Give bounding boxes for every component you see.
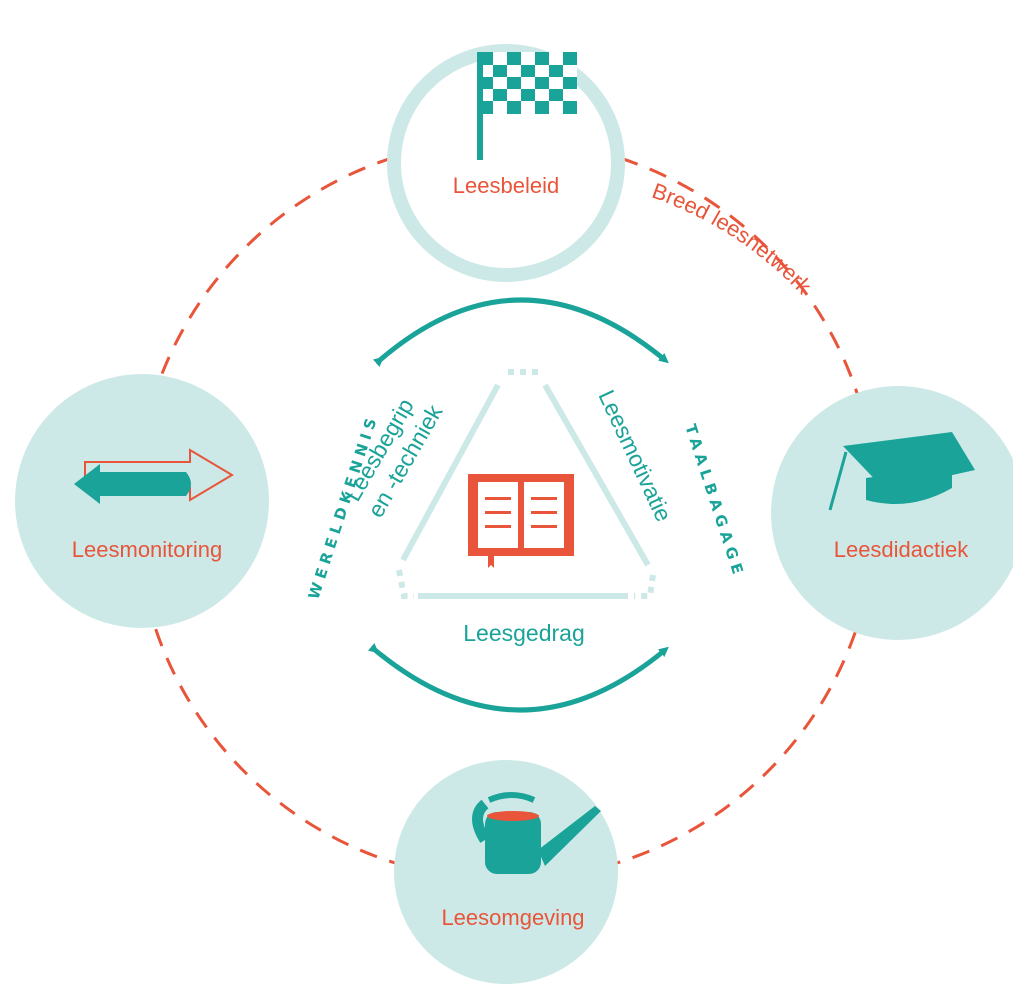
node-leesomgeving: Leesomgeving [394, 760, 618, 984]
node-label-leesbeleid: Leesbeleid [453, 173, 559, 198]
node-leesmonitoring: Leesmonitoring [15, 374, 269, 628]
watering-can-icon [472, 792, 601, 874]
top-circulation-arrow [372, 297, 669, 368]
outer-ring-label: Breed leesnetwerk [649, 178, 817, 300]
node-label-leesmonitoring: Leesmonitoring [72, 537, 222, 562]
node-label-leesomgeving: Leesomgeving [441, 905, 584, 930]
checkered-flag-icon [477, 52, 577, 160]
inner-triangle [396, 369, 656, 599]
node-label-leesdidactiek: Leesdidactiek [834, 537, 970, 562]
graduation-cap-icon [828, 432, 975, 511]
side-label-taalbagage: TAALBAGAGE [681, 422, 748, 581]
open-book-icon [468, 474, 574, 568]
node-leesbeleid: Leesbeleid [387, 44, 625, 282]
triangle-label-leesgedrag: Leesgedrag [463, 620, 585, 646]
triangle-label-leesmotivatie: Leesmotivatie [593, 386, 677, 526]
bottom-circulation-arrow [367, 642, 669, 713]
double-arrow-icon [74, 448, 234, 504]
node-leesdidactiek: Leesdidactiek [771, 386, 1013, 640]
